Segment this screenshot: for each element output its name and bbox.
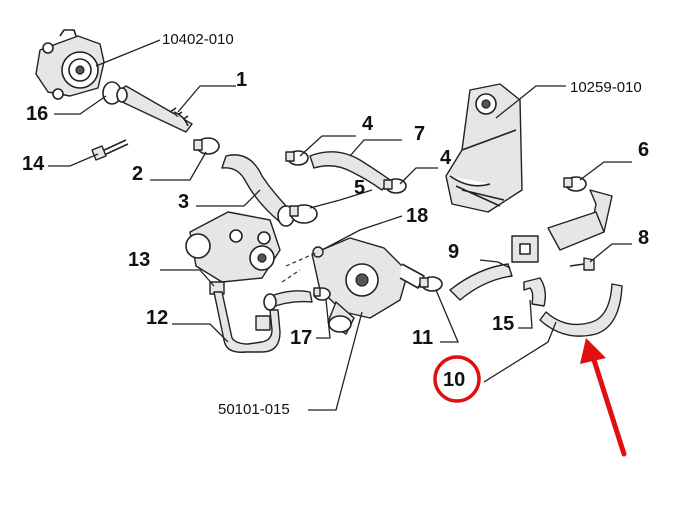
plug-18-drawing <box>312 246 324 258</box>
clamp-2-drawing <box>193 137 220 155</box>
valve-module-drawing <box>185 211 281 283</box>
clamp-5-drawing <box>289 204 318 224</box>
callout-1: 1 <box>236 69 247 91</box>
clamp-17-drawing <box>313 287 331 301</box>
callout-8: 8 <box>638 227 649 249</box>
hose-9-drawing <box>449 263 513 301</box>
callout-2: 2 <box>132 163 143 185</box>
clamp-4a-drawing <box>285 150 309 166</box>
hose-7-drawing <box>309 151 391 191</box>
thermostat-housing-drawing <box>311 237 425 335</box>
callout-12: 12 <box>146 307 168 329</box>
callout-18: 18 <box>406 205 428 227</box>
callout-3: 3 <box>178 191 189 213</box>
part-code-thermostat: 50101-015 <box>218 401 290 418</box>
pipe-1-drawing <box>116 85 193 133</box>
clamp-6-drawing <box>563 176 587 192</box>
water-pump-drawing <box>35 29 105 100</box>
hose-15-drawing <box>523 277 547 307</box>
alignment-dash-1 <box>285 251 319 267</box>
outlet-pipe-drawing <box>511 189 613 263</box>
callout-5: 5 <box>354 177 365 199</box>
part-code-egr-cooler: 10259-010 <box>570 79 642 96</box>
callout-6: 6 <box>638 139 649 161</box>
callout-4-right: 4 <box>440 147 452 169</box>
callout-16: 16 <box>26 103 48 125</box>
highlight-ring <box>433 355 481 403</box>
clamp-11-drawing <box>419 276 443 292</box>
callout-10: 10 <box>443 369 465 391</box>
leader-lines <box>48 39 632 411</box>
callout-17: 17 <box>290 327 312 349</box>
callout-14: 14 <box>22 153 45 175</box>
callout-11: 11 <box>412 327 433 349</box>
hose-10-drawing <box>539 283 623 337</box>
small-hose-drawing <box>263 290 313 311</box>
callout-4-top: 4 <box>362 113 374 135</box>
bolt-8-drawing <box>569 257 595 271</box>
callout-7: 7 <box>414 123 425 145</box>
callout-15: 15 <box>492 313 514 335</box>
bolt-14-drawing <box>91 139 129 161</box>
red-pointer-arrow <box>580 338 627 457</box>
part-code-pump: 10402-010 <box>162 31 234 48</box>
callout-9: 9 <box>448 241 459 263</box>
egr-cooler-drawing <box>445 83 523 213</box>
callout-13: 13 <box>128 249 150 271</box>
alignment-dash-2 <box>281 269 301 283</box>
